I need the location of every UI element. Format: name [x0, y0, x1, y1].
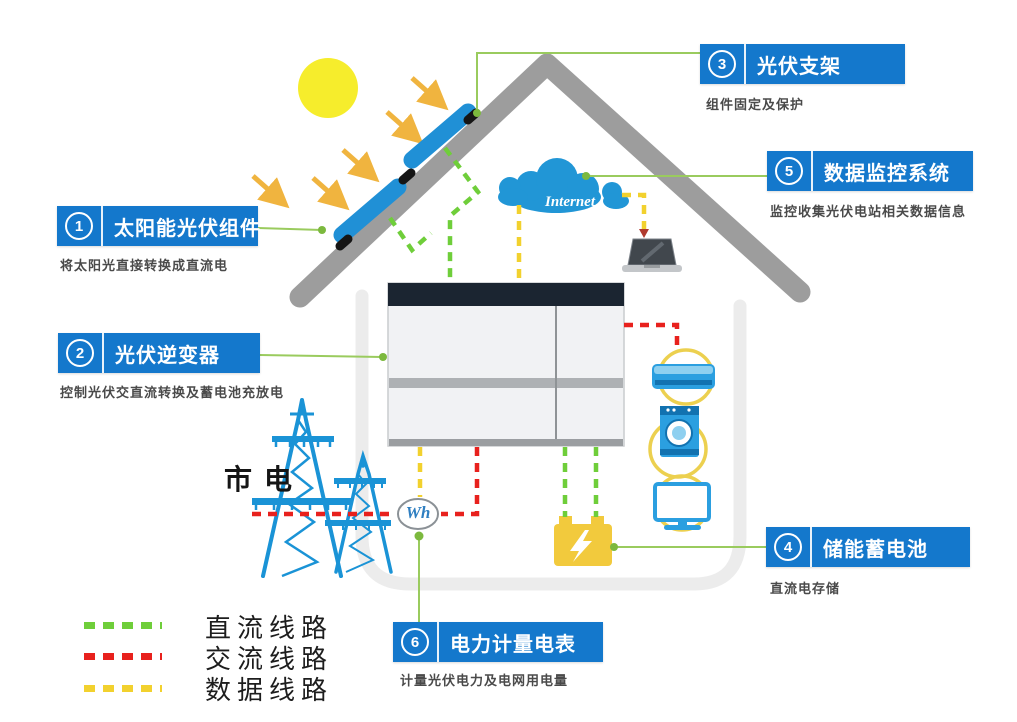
big-tower	[252, 398, 352, 578]
label-mount: 3 光伏支架	[700, 44, 905, 84]
label-number-circle: 2	[58, 339, 102, 367]
label-title: 光伏逆变器	[115, 344, 220, 367]
legend-dc-swatch	[84, 622, 162, 629]
inverter-unit	[387, 282, 625, 447]
internet-cloud-icon	[498, 158, 629, 213]
label-solar-module: 1 太阳能光伏组件	[57, 206, 260, 246]
sun-icon	[298, 58, 358, 118]
label-divider	[810, 527, 812, 567]
label-number-circle: 3	[700, 50, 744, 78]
legend-ac-swatch	[84, 653, 162, 660]
data-lines	[417, 192, 647, 497]
battery-icon	[554, 516, 612, 566]
connector-dots	[318, 109, 618, 551]
roof	[289, 53, 811, 308]
label-divider	[102, 333, 104, 373]
small-tower	[325, 450, 393, 574]
label-number-circle: 5	[767, 157, 811, 185]
house-outline	[355, 289, 747, 591]
label-divider	[101, 206, 103, 246]
label-meter: 6 电力计量电表	[393, 622, 603, 662]
legend-data-swatch	[84, 685, 162, 692]
utility-power-label: 市电	[224, 465, 305, 496]
label-monitor: 5 数据监控系统	[767, 151, 973, 191]
wh-meter-label: Wh	[405, 503, 431, 522]
sunray-arrows	[251, 76, 449, 211]
laptop-arrowhead	[639, 229, 649, 238]
washing-machine-icon	[648, 406, 708, 479]
label-solar-module-subtitle: 将太阳光直接转换成直流电	[60, 258, 229, 273]
label-monitor-subtitle: 监控收集光伏电站相关数据信息	[770, 204, 967, 219]
internet-label: Internet	[544, 194, 595, 210]
label-title: 光伏支架	[757, 55, 841, 78]
label-title: 数据监控系统	[824, 162, 950, 185]
wh-meter	[397, 498, 439, 530]
label-inverter-subtitle: 控制光伏交直流转换及蓄电池充放电	[60, 385, 285, 400]
label-number-circle: 1	[57, 212, 101, 240]
label-inverter: 2 光伏逆变器	[58, 333, 260, 373]
connector-lines	[257, 52, 767, 622]
label-mount-subtitle: 组件固定及保护	[706, 97, 805, 112]
label-divider	[744, 44, 746, 84]
legend-data-label: 数据线路	[205, 676, 334, 705]
legend-dc-label: 直流线路	[205, 614, 334, 643]
dc-lines	[388, 146, 599, 517]
tv-icon	[653, 474, 711, 532]
air-conditioner-icon	[652, 348, 715, 406]
label-title: 电力计量电表	[450, 633, 576, 656]
label-number-circle: 6	[393, 628, 437, 656]
label-battery: 4 储能蓄电池	[766, 527, 970, 567]
label-title: 储能蓄电池	[823, 538, 928, 561]
label-battery-subtitle: 直流电存储	[770, 581, 841, 596]
power-towers-icon	[252, 398, 393, 578]
ac-lines	[252, 322, 680, 517]
laptop-icon	[622, 238, 682, 272]
legend-ac-label: 交流线路	[205, 645, 334, 674]
label-divider	[437, 622, 439, 662]
label-meter-subtitle: 计量光伏电力及电网用电量	[400, 673, 569, 688]
label-number-circle: 4	[766, 533, 810, 561]
label-divider	[811, 151, 813, 191]
label-title: 太阳能光伏组件	[114, 217, 261, 240]
